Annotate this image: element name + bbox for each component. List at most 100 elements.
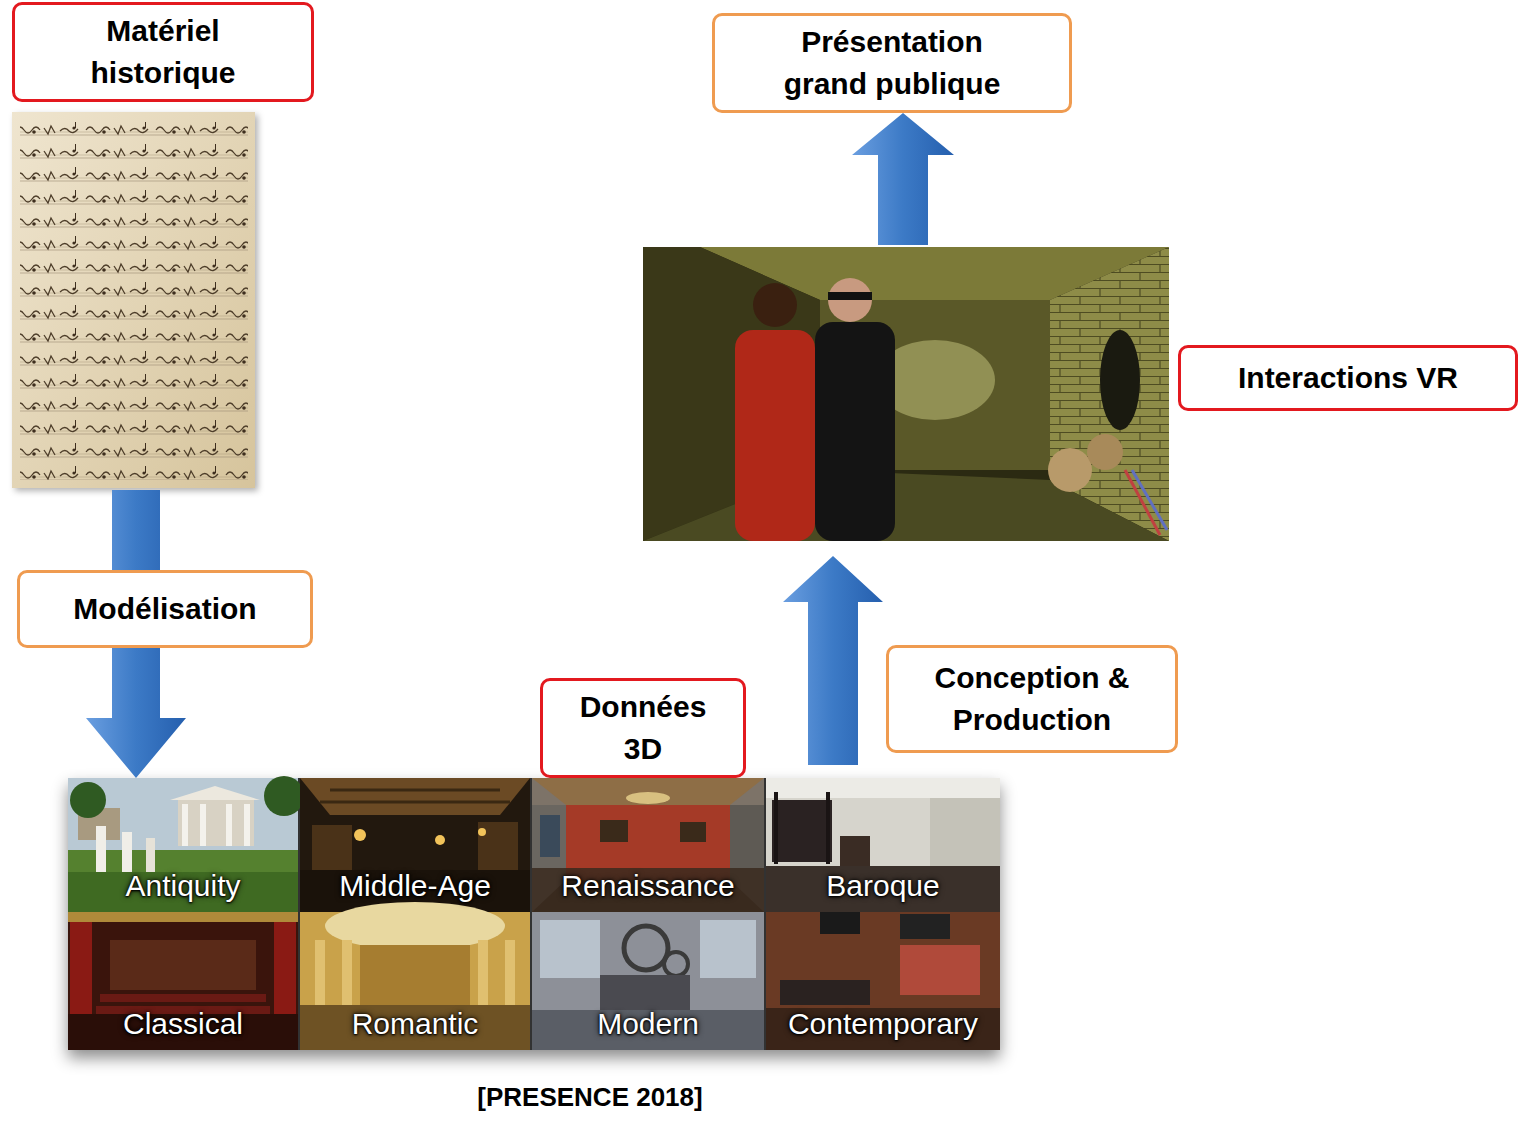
box-label: Données 3D bbox=[568, 686, 718, 770]
vr-photo: Interactions VR bbox=[643, 247, 1169, 541]
vr-photo-picture bbox=[1087, 434, 1123, 470]
vr-photo-picture bbox=[828, 278, 872, 322]
renaissance-picture bbox=[680, 822, 706, 842]
period-tile: Middle-Age bbox=[300, 778, 530, 912]
period-tile: Contemporary bbox=[766, 912, 1000, 1050]
classical-picture bbox=[100, 994, 266, 1002]
period-tile: Classical bbox=[68, 912, 298, 1050]
romantic-picture bbox=[300, 1005, 530, 1050]
romantic-picture bbox=[300, 902, 530, 1050]
middle-age-picture bbox=[435, 835, 445, 845]
middle-age-picture bbox=[478, 822, 518, 870]
antiquity-picture bbox=[264, 776, 304, 816]
antiquity-picture bbox=[122, 832, 132, 872]
period-gallery-picture bbox=[68, 778, 1000, 1050]
modern-picture bbox=[700, 920, 756, 978]
vr-photo-picture bbox=[643, 247, 1169, 541]
block-arrow bbox=[852, 113, 954, 245]
manuscript-image: Matériel historique bbox=[10, 110, 255, 490]
baroque-picture bbox=[826, 792, 830, 864]
edge-label-box: Conception & Production bbox=[886, 645, 1178, 753]
period-tile: Romantic bbox=[300, 912, 530, 1050]
box-label: Interactions VR bbox=[1238, 357, 1458, 399]
manuscript-picture bbox=[12, 112, 255, 488]
contemporary-picture bbox=[900, 945, 980, 995]
romantic-picture bbox=[315, 940, 325, 1010]
middle-age-picture bbox=[300, 778, 530, 912]
baroque-picture bbox=[774, 792, 778, 864]
renaissance-picture bbox=[532, 778, 764, 912]
period-gallery-picture bbox=[68, 776, 1000, 1050]
antiquity-picture bbox=[96, 826, 106, 872]
baroque-picture bbox=[772, 800, 832, 862]
baroque-picture bbox=[766, 778, 1000, 798]
renaissance-picture bbox=[600, 820, 628, 842]
renaissance-picture bbox=[532, 778, 764, 912]
romantic-picture bbox=[342, 940, 352, 1010]
antiquity-picture bbox=[68, 776, 304, 912]
process-box: Présentation grand publique bbox=[712, 13, 1072, 113]
vr-photo-picture bbox=[643, 470, 1169, 541]
renaissance-picture bbox=[540, 815, 560, 857]
classical-picture bbox=[274, 922, 296, 1018]
renaissance-picture bbox=[532, 868, 764, 912]
period-label: Renaissance bbox=[561, 868, 734, 904]
label-box: Interactions VR bbox=[1178, 345, 1518, 411]
vr-photo-picture bbox=[643, 247, 1169, 541]
period-label: Classical bbox=[123, 1006, 243, 1042]
manuscript-picture bbox=[12, 112, 255, 488]
renaissance-picture bbox=[626, 792, 670, 804]
contemporary-picture bbox=[900, 914, 950, 939]
modern-picture bbox=[624, 926, 668, 970]
vr-photo-picture bbox=[643, 247, 820, 541]
vr-photo-picture bbox=[753, 283, 797, 327]
caption-text: [PRESENCE 2018] bbox=[477, 1080, 702, 1114]
contemporary-picture bbox=[820, 912, 860, 934]
period-label: Contemporary bbox=[788, 1006, 978, 1042]
period-tile: Antiquity bbox=[68, 778, 298, 912]
block-arrow bbox=[783, 556, 883, 765]
vr-photo-picture bbox=[1125, 470, 1160, 535]
middle-age-picture bbox=[320, 790, 510, 802]
contemporary-picture bbox=[780, 980, 870, 1005]
classical-picture bbox=[70, 922, 92, 1018]
romantic-picture bbox=[360, 945, 470, 1005]
modern-picture bbox=[664, 952, 688, 976]
modern-picture bbox=[540, 920, 600, 978]
antiquity-picture bbox=[244, 804, 250, 846]
label-box: Matériel historique bbox=[12, 2, 314, 102]
renaissance-picture bbox=[532, 778, 764, 805]
period-label: Baroque bbox=[826, 868, 939, 904]
manuscript-picture bbox=[20, 122, 248, 480]
baroque-picture bbox=[840, 836, 870, 866]
contemporary-picture bbox=[766, 912, 1000, 1050]
period-tile: Renaissance bbox=[532, 778, 764, 912]
romantic-picture bbox=[478, 940, 488, 1010]
antiquity-picture bbox=[170, 786, 260, 800]
classical-picture bbox=[110, 940, 256, 990]
baroque-picture bbox=[930, 798, 1000, 870]
middle-age-picture bbox=[300, 778, 530, 912]
baroque-picture bbox=[766, 778, 1000, 912]
contemporary-picture bbox=[766, 912, 1000, 1050]
vr-photo-picture bbox=[735, 330, 815, 541]
period-label: Middle-Age bbox=[339, 868, 491, 904]
modern-picture bbox=[532, 912, 764, 1050]
vr-photo-picture bbox=[1132, 470, 1167, 530]
middle-age-picture bbox=[354, 829, 366, 841]
antiquity-picture bbox=[182, 804, 188, 846]
period-label: Romantic bbox=[352, 1006, 479, 1042]
vr-photo-picture bbox=[815, 322, 895, 541]
antiquity-picture bbox=[200, 804, 206, 846]
middle-age-picture bbox=[300, 778, 530, 815]
antiquity-picture bbox=[68, 778, 298, 912]
vr-photo-picture bbox=[1048, 448, 1092, 492]
vr-photo-picture bbox=[1100, 330, 1140, 430]
modern-picture bbox=[532, 912, 764, 1050]
box-label: Matériel historique bbox=[63, 10, 263, 94]
middle-age-picture bbox=[478, 828, 486, 836]
period-label: Antiquity bbox=[125, 868, 240, 904]
antiquity-picture bbox=[226, 804, 232, 846]
edge-label: Conception & Production bbox=[907, 657, 1157, 741]
antiquity-picture bbox=[70, 782, 106, 818]
